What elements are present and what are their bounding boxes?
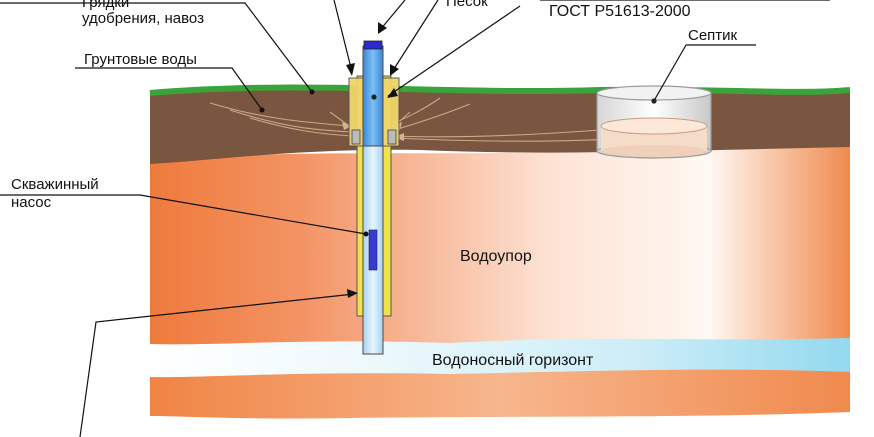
aquitard-layer: [150, 146, 850, 345]
label-groundwater: Грунтовые воды: [84, 51, 197, 68]
submersible-pump: [368, 229, 378, 271]
label-septic: Септик: [688, 27, 738, 44]
aquifer-layer: [150, 336, 850, 378]
label-sand: Песок: [446, 0, 488, 10]
deep-clay-layer: [150, 368, 850, 419]
leader-arrowheads: [259, 22, 399, 298]
leader-lines: [0, 0, 830, 437]
label-fertilizer: удобрения, навоз: [82, 10, 204, 27]
grass-line: [149, 84, 851, 96]
well-cap: [363, 40, 383, 50]
label-pump-line2: насос: [11, 194, 52, 211]
label-pump-line1: Скважинный: [11, 176, 99, 193]
label-aquitard: Водоупор: [460, 248, 532, 265]
label-beds: Грядки: [82, 0, 130, 11]
label-gost: ГОСТ Р51613-2000: [549, 3, 691, 20]
septic-tank: [596, 85, 712, 159]
label-aquifer: Водоносный горизонт: [432, 352, 594, 369]
pipe-marker-dot: [371, 94, 377, 100]
casing-clamps: [351, 129, 397, 145]
